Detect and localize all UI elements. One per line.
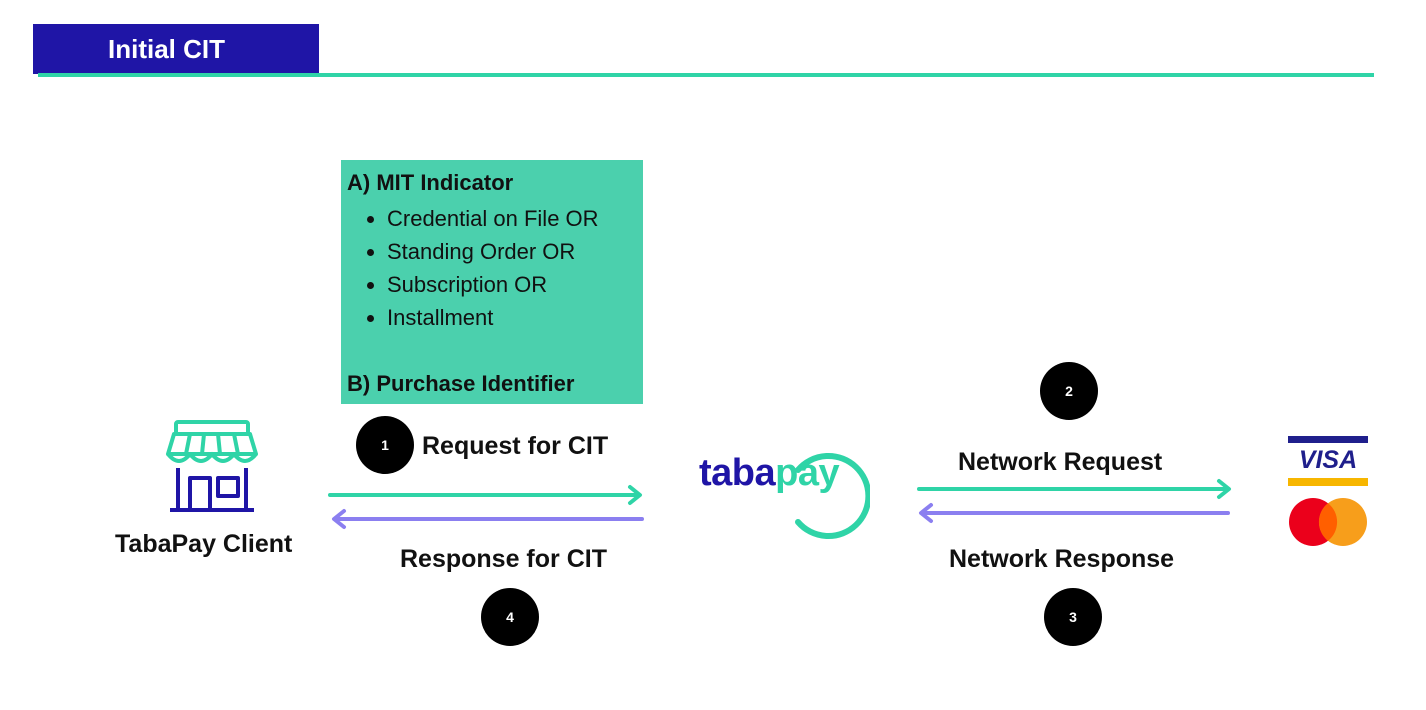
client-tabapay-arrows [328,485,644,529]
network-response-label: Network Response [949,545,1175,573]
visa-bottom-bar [1288,478,1368,486]
list-item: Standing Order OR [387,235,637,268]
step-4-number: 4 [506,609,514,625]
section-a-heading: A) MIT Indicator [347,170,514,195]
network-request-arrowhead [1217,479,1231,499]
client-label: TabaPay Client [115,530,293,558]
visa-wordmark: VISA [1298,446,1358,474]
tabapay-logo-swoosh [795,453,870,539]
step-1-number: 1 [381,437,389,453]
list-item: Credential on File OR [387,202,637,235]
request-for-cit-label: Request for CIT [422,432,609,460]
response-for-cit-label: Response for CIT [400,545,607,573]
step-3-badge: 3 [1044,588,1102,646]
response-arrowhead [332,509,346,529]
step-3-number: 3 [1069,609,1077,625]
mit-indicator-list: Credential on File OR Standing Order OR … [347,202,637,334]
tabapay-network-arrows [917,479,1231,523]
title-underline [38,73,1374,77]
storefront-icon [166,420,258,512]
step-2-badge: 2 [1040,362,1098,420]
mit-info-box: A) MIT Indicator Credential on File OR S… [341,160,643,404]
page-title-text: Initial CIT [108,33,225,64]
step-1-badge: 1 [356,416,414,474]
visa-top-bar [1288,436,1368,443]
visa-logo: VISA [1288,436,1368,486]
page-title: Initial CIT [33,24,319,74]
request-arrowhead [628,485,642,505]
network-response-arrowhead [919,503,933,523]
step-4-badge: 4 [481,588,539,646]
list-item: Installment [387,301,637,334]
list-item: Subscription OR [387,268,637,301]
step-2-number: 2 [1065,383,1073,399]
mastercard-logo [1289,498,1367,546]
network-request-label: Network Request [958,448,1163,476]
section-b-heading: B) Purchase Identifier [347,371,575,396]
logo-part-taba: taba [699,452,776,494]
